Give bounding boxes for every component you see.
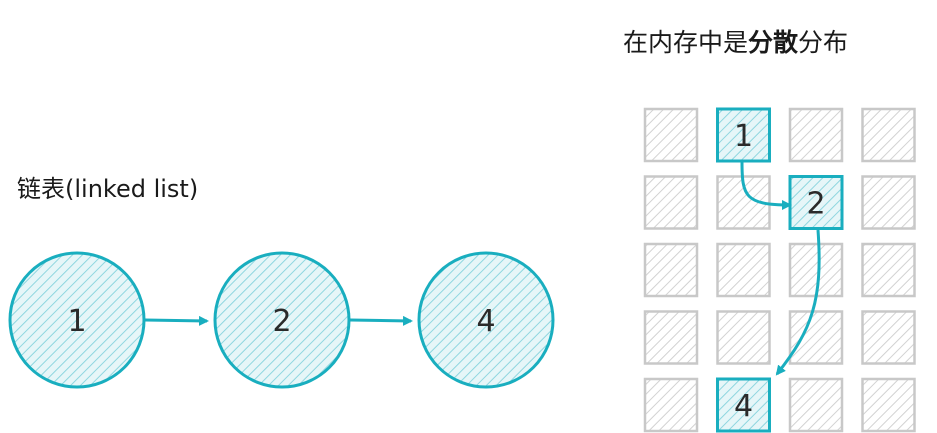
memory-grid: 1 2 4 bbox=[643, 107, 916, 433]
list-node-3-label: 4 bbox=[476, 304, 495, 339]
memory-cell bbox=[788, 377, 844, 433]
memory-cell bbox=[861, 242, 916, 298]
memory-cell bbox=[788, 310, 844, 365]
list-node-2: 2 bbox=[213, 251, 351, 389]
memory-cell bbox=[861, 310, 916, 365]
memory-cell bbox=[861, 377, 916, 433]
memory-cell bbox=[643, 242, 699, 298]
memory-cell-label: 2 bbox=[806, 187, 825, 222]
memory-cell bbox=[643, 175, 699, 230]
list-node-2-label: 2 bbox=[272, 304, 291, 339]
memory-title: 在内存中是分散分布 bbox=[623, 28, 848, 57]
memory-cell bbox=[861, 107, 916, 163]
list-node-3: 4 bbox=[417, 251, 555, 389]
list-arrow-1-2 bbox=[144, 315, 209, 326]
memory-cell bbox=[716, 310, 771, 365]
memory-cell-node-1: 1 bbox=[716, 107, 771, 163]
memory-title-bold: 分散 bbox=[748, 28, 798, 57]
memory-cell-node-4: 4 bbox=[716, 377, 771, 433]
memory-cell-label: 4 bbox=[734, 389, 753, 424]
memory-cell bbox=[861, 175, 916, 230]
memory-arrow-2-4 bbox=[775, 229, 821, 376]
memory-cell bbox=[643, 310, 699, 365]
memory-pointers bbox=[740, 161, 821, 376]
linked-list: 1 2 4 bbox=[8, 251, 555, 389]
memory-cell bbox=[716, 242, 771, 298]
memory-cell bbox=[788, 107, 844, 163]
memory-arrow-1-2 bbox=[740, 161, 792, 210]
linked-list-title: 链表(linked list) bbox=[17, 175, 198, 203]
list-node-1-label: 1 bbox=[67, 304, 86, 339]
memory-cell-node-2: 2 bbox=[788, 175, 844, 230]
memory-title-suffix: 分布 bbox=[798, 28, 848, 57]
list-node-1: 1 bbox=[8, 251, 146, 389]
memory-cell bbox=[643, 377, 699, 433]
list-arrow-2-4 bbox=[349, 315, 413, 326]
memory-cell-label: 1 bbox=[734, 119, 753, 154]
memory-cell bbox=[643, 107, 699, 163]
memory-title-prefix: 在内存中是 bbox=[623, 28, 748, 57]
